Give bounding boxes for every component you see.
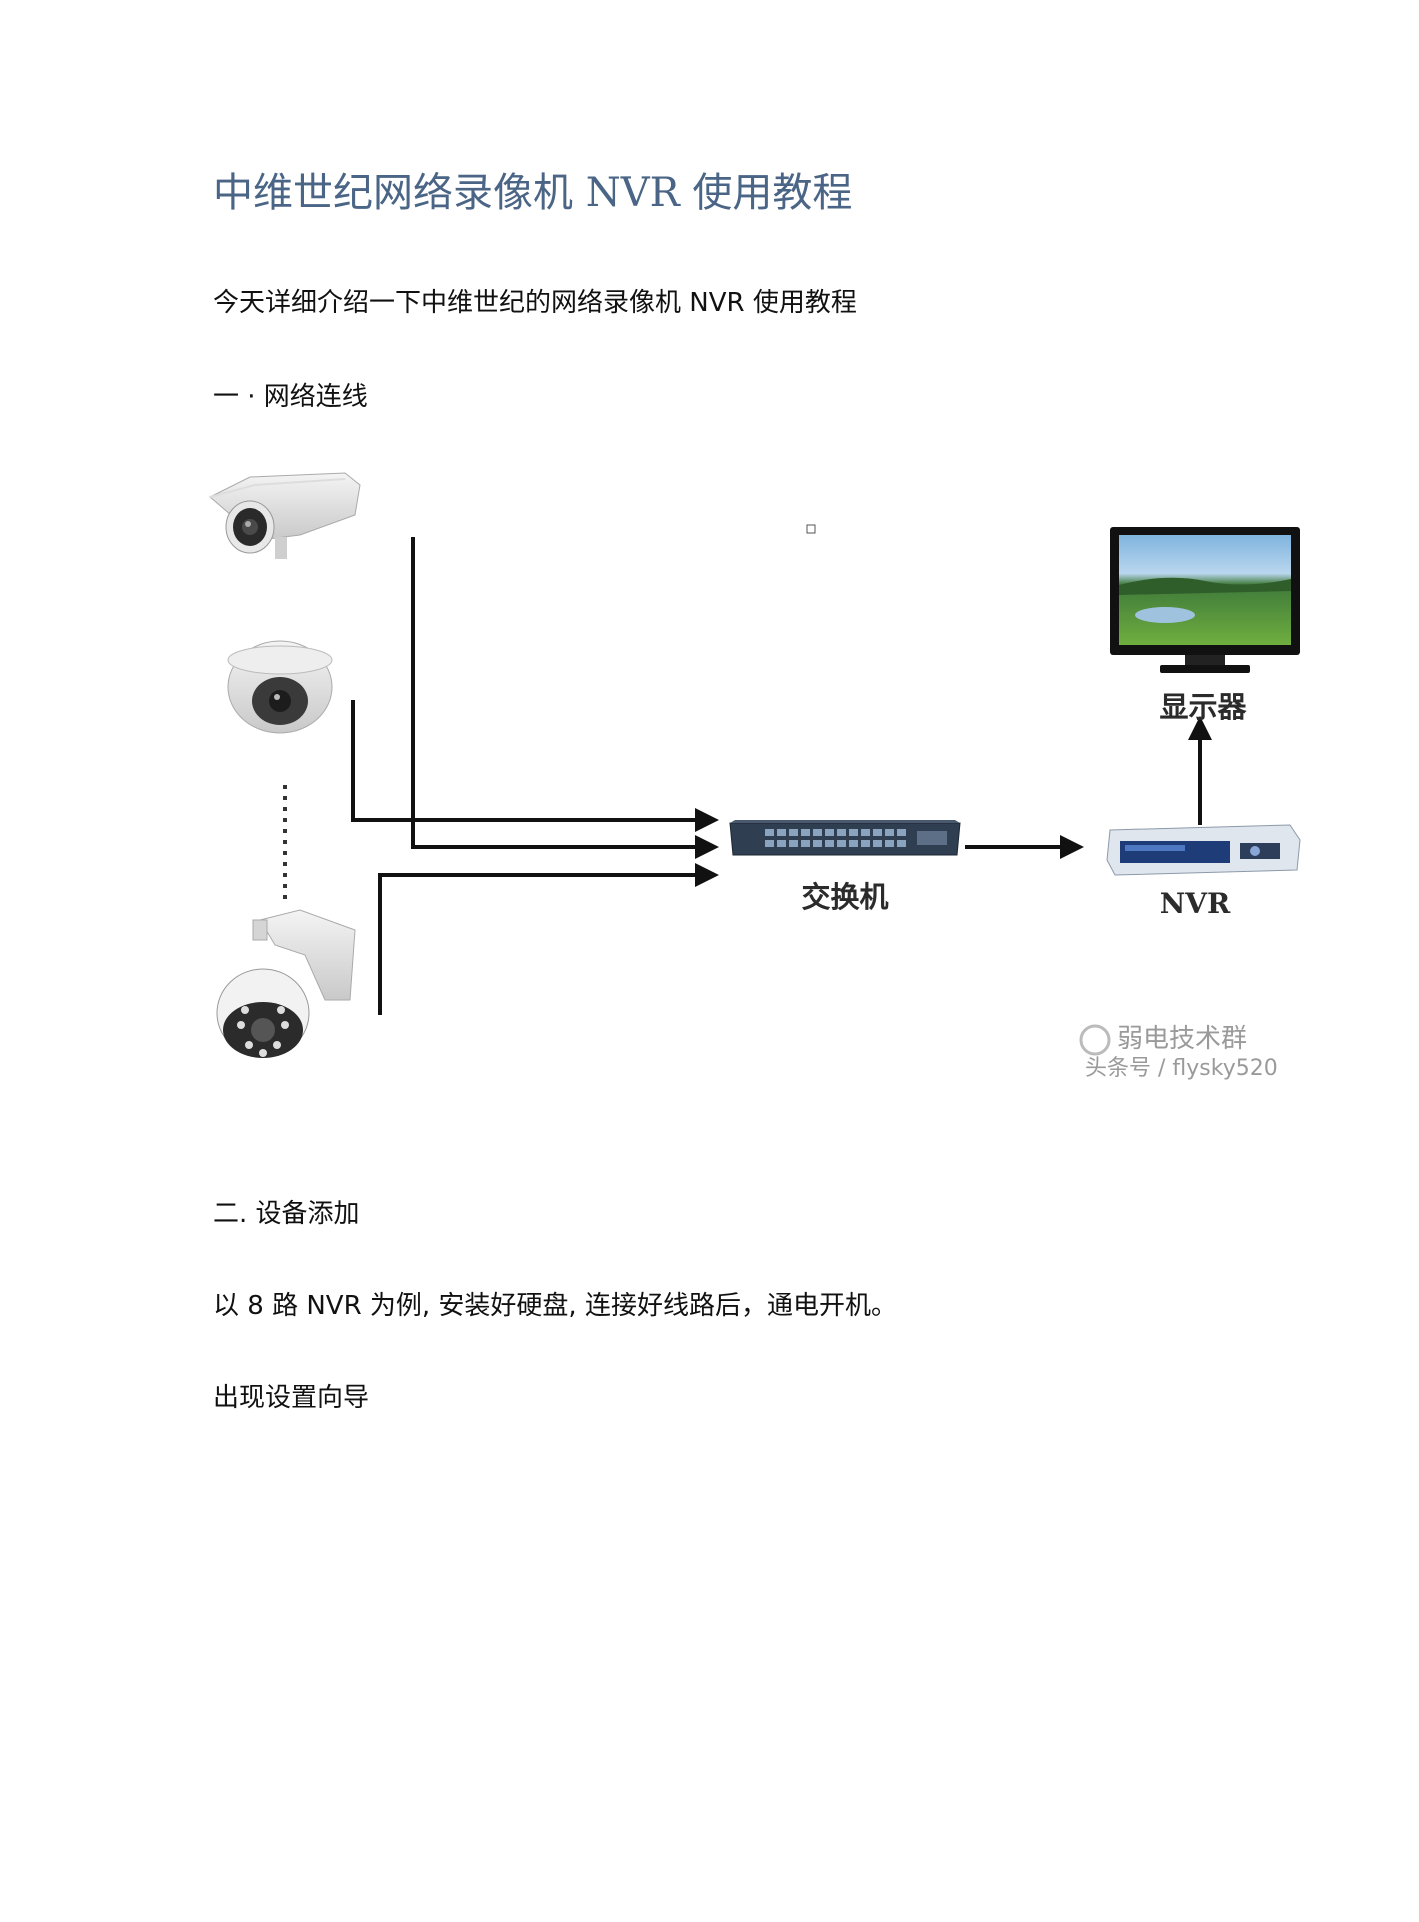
- step-paragraph: 以 8 路 NVR 为例, 安装好硬盘, 连接好线路后，通电开机。: [213, 1291, 897, 1321]
- nvr-label: NVR: [1160, 887, 1231, 920]
- cable-lines: [351, 537, 1212, 1015]
- watermark-line-2: 头条号 / flysky520: [1085, 1056, 1278, 1081]
- ptz-camera-icon: [216, 909, 356, 1058]
- watermark: 弱电技术群 头条号 / flysky520: [1079, 1024, 1278, 1081]
- network-wiring-diagram: 交换机 NVR 显示器 弱电技术群 头条号 / flysky520: [205, 455, 1305, 1095]
- switch-label: 交换机: [801, 880, 888, 914]
- section-heading-network-wiring: 一 · 网络连线: [213, 382, 368, 412]
- monitor-label: 显示器: [1159, 690, 1247, 724]
- dome-camera-icon: [227, 640, 333, 734]
- intro-paragraph: 今天详细介绍一下中维世纪的网络录像机 NVR 使用教程: [213, 288, 857, 318]
- page-title: 中维世纪网络录像机 NVR 使用教程: [213, 170, 853, 216]
- watermark-line-1: 弱电技术群: [1117, 1024, 1247, 1054]
- bullet-camera-icon: [209, 472, 361, 559]
- network-switch-icon: [729, 820, 961, 856]
- monitor-icon: [1110, 527, 1300, 673]
- wizard-paragraph: 出现设置向导: [213, 1383, 370, 1413]
- section-heading-device-add: 二. 设备添加: [213, 1199, 360, 1229]
- nvr-recorder-icon: [1106, 824, 1301, 876]
